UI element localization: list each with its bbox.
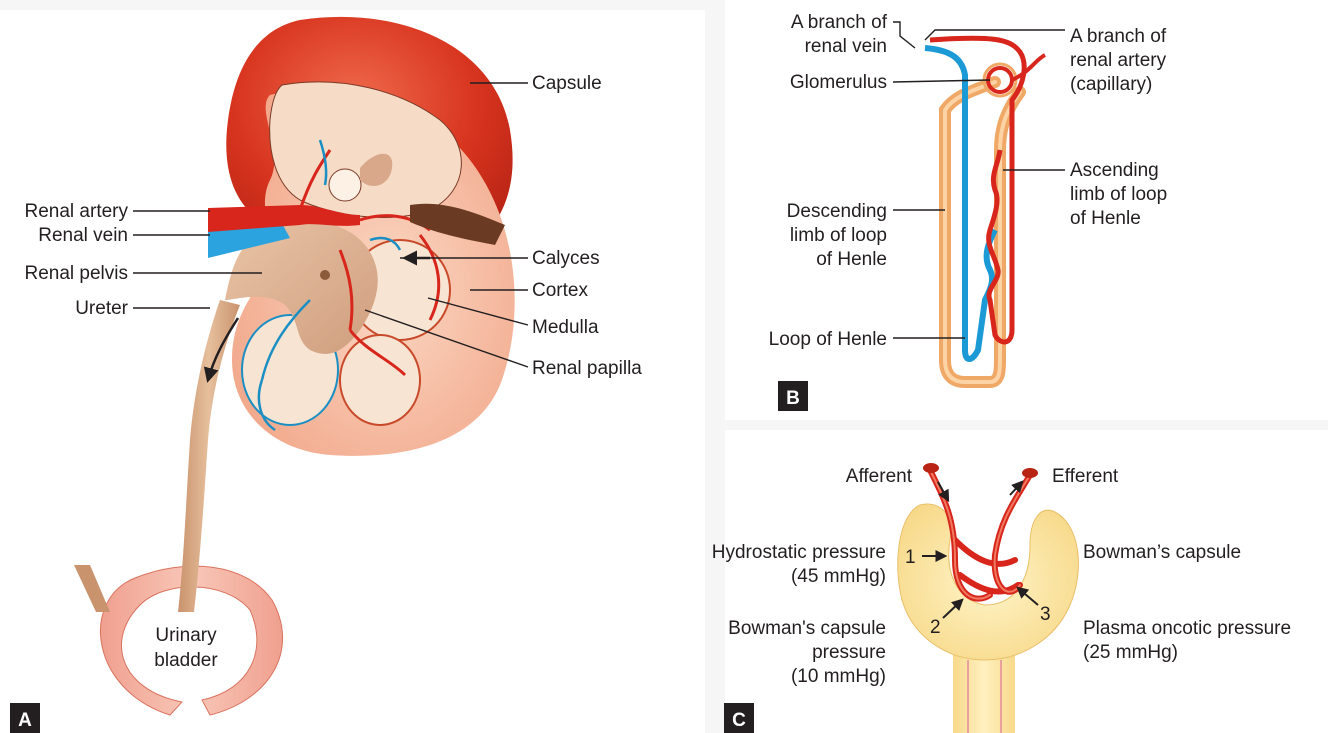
- label-ascending-1: Ascending: [1070, 160, 1159, 181]
- label-branch-vein-1: A branch of: [791, 12, 888, 33]
- label-afferent: Afferent: [846, 466, 913, 487]
- label-renal-artery: Renal artery: [25, 201, 129, 222]
- label-number-3: 3: [1040, 604, 1051, 625]
- label-cortex: Cortex: [532, 280, 588, 301]
- panel-c-badge: C: [724, 703, 754, 733]
- label-glomerulus: Glomerulus: [790, 72, 887, 93]
- bowman-cup: [898, 504, 1079, 660]
- afferent-opening: [923, 463, 939, 473]
- efferent-opening: [1022, 468, 1038, 478]
- label-bcp-3: (10 mmHg): [791, 666, 886, 687]
- label-bcp-1: Bowman's capsule: [728, 618, 886, 639]
- label-branch-artery-2: renal artery: [1070, 50, 1167, 71]
- label-ascending-2: limb of loop: [1070, 184, 1167, 205]
- panel-a-badge: A: [10, 703, 40, 733]
- medulla-pyramid-3: [340, 335, 420, 425]
- label-renal-pelvis: Renal pelvis: [25, 263, 129, 284]
- panel-a-badge-text: A: [18, 710, 32, 731]
- label-hydrostatic-2: (45 mmHg): [791, 566, 886, 587]
- label-renal-vein: Renal vein: [38, 225, 128, 246]
- label-efferent: Efferent: [1052, 466, 1119, 487]
- bowman-illustration: [898, 463, 1079, 733]
- bladder-left-duct: [74, 565, 110, 612]
- pelvis-dot: [320, 270, 330, 280]
- label-descending-3: of Henle: [816, 249, 887, 270]
- label-hydrostatic-1: Hydrostatic pressure: [712, 542, 886, 563]
- label-ureter: Ureter: [75, 298, 128, 319]
- label-branch-artery-3: (capillary): [1070, 74, 1152, 95]
- label-branch-vein-2: renal vein: [805, 36, 887, 57]
- label-plasma-2: (25 mmHg): [1083, 642, 1178, 663]
- label-capsule: Capsule: [532, 73, 602, 94]
- label-loop-of-henle: Loop of Henle: [769, 329, 887, 350]
- label-renal-papilla: Renal papilla: [532, 358, 642, 379]
- label-ascending-3: of Henle: [1070, 208, 1141, 229]
- label-number-1: 1: [905, 547, 916, 568]
- label-bladder: bladder: [154, 650, 218, 671]
- label-calyces: Calyces: [532, 248, 600, 269]
- label-descending-2: limb of loop: [790, 225, 887, 246]
- efferent-coil: [1012, 55, 1045, 80]
- label-descending-1: Descending: [787, 201, 887, 222]
- label-number-2: 2: [930, 617, 941, 638]
- label-branch-artery-1: A branch of: [1070, 26, 1167, 47]
- ureter-shape: [178, 300, 240, 612]
- label-plasma-1: Plasma oncotic pressure: [1083, 618, 1291, 639]
- panel-b-leader-lines: [893, 22, 1065, 338]
- panel-b-badge-text: B: [786, 388, 800, 409]
- panel-b-badge: B: [778, 381, 808, 411]
- label-bowman-capsule: Bowman’s capsule: [1083, 542, 1241, 563]
- label-medulla: Medulla: [532, 317, 599, 338]
- label-urinary: Urinary: [155, 625, 217, 646]
- panel-c-badge-text: C: [732, 710, 746, 731]
- kidney-illustration: [74, 17, 515, 715]
- calyx-cross-section: [329, 169, 361, 201]
- label-bcp-2: pressure: [812, 642, 886, 663]
